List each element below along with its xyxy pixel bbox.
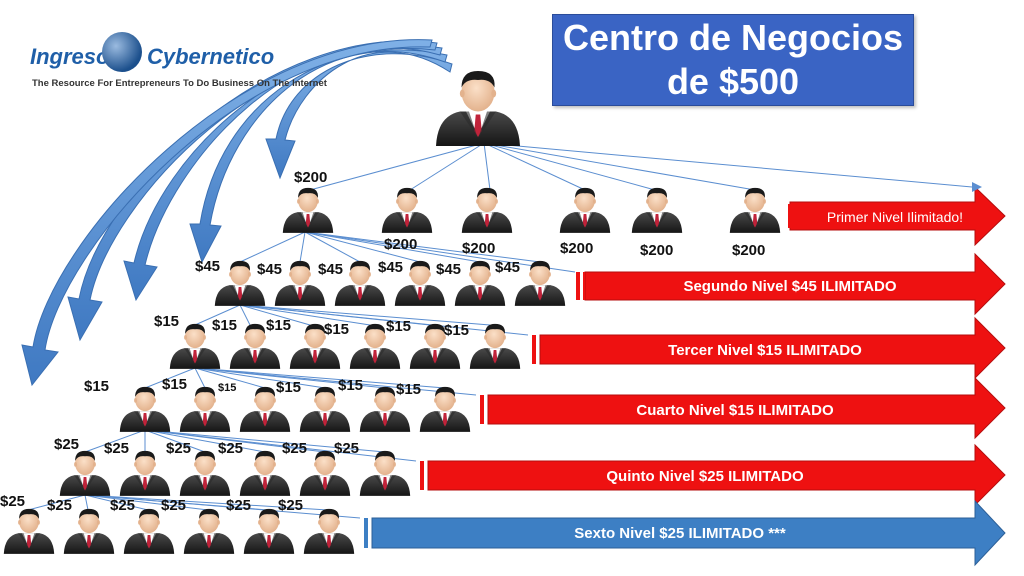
person-l5 xyxy=(119,450,171,496)
curved-arrow-1 xyxy=(265,51,453,180)
logo-name-left: Ingreso xyxy=(30,44,110,69)
person-l1 xyxy=(282,187,334,233)
globe-icon xyxy=(102,32,142,72)
amount-label: $45 xyxy=(378,259,404,276)
amount-label: $45 xyxy=(195,258,221,275)
amount-label: $45 xyxy=(318,261,344,278)
person-l1 xyxy=(631,187,683,233)
amount-label: $25 xyxy=(282,440,308,457)
person-l5 xyxy=(59,450,111,496)
amount-label: $45 xyxy=(495,259,521,276)
amount-label: $25 xyxy=(110,497,136,514)
level-4-label: Cuarto Nivel $15 ILIMITADO xyxy=(636,402,834,419)
person-l6 xyxy=(3,508,55,554)
logo: Ingreso Cybernetico The Resource For Ent… xyxy=(30,30,327,90)
amount-label: $25 xyxy=(104,440,130,457)
title-line-1: Centro de Negocios xyxy=(562,17,904,58)
amount-label: $25 xyxy=(218,440,244,457)
amount-label: $15 xyxy=(212,317,238,334)
amount-label: $200 xyxy=(732,242,766,259)
band-3 xyxy=(532,316,1006,380)
person-l6 xyxy=(183,508,235,554)
amount-label: $15 xyxy=(154,313,180,330)
amount-label: $25 xyxy=(0,493,26,510)
person-l6 xyxy=(243,508,295,554)
band-1 xyxy=(788,185,1006,247)
amount-label: $15 xyxy=(386,318,412,335)
person-l1 xyxy=(381,187,433,233)
level-3-label: Tercer Nivel $15 ILIMITADO xyxy=(668,342,862,359)
amount-label: $45 xyxy=(257,261,283,278)
amount-label: $25 xyxy=(226,497,252,514)
band-4 xyxy=(480,376,1006,440)
connector-arrowhead xyxy=(972,182,982,192)
person-l1 xyxy=(559,187,611,233)
logo-tagline: The Resource For Entrepreneurs To Do Bus… xyxy=(32,78,327,89)
amount-label: $15 xyxy=(266,317,292,334)
top-person xyxy=(436,71,520,146)
person-l6 xyxy=(123,508,175,554)
band-5 xyxy=(420,443,1006,507)
title-box: Centro de Negocios de $500 xyxy=(552,14,914,106)
connector-lines xyxy=(27,142,973,519)
level-2-label: Segundo Nivel $45 ILIMITADO xyxy=(683,278,897,295)
amount-label: $15 xyxy=(276,379,302,396)
person-l6 xyxy=(303,508,355,554)
person-l6 xyxy=(63,508,115,554)
amount-label: $15 xyxy=(84,378,110,395)
person-l5 xyxy=(179,450,231,496)
amount-label: $15 xyxy=(324,321,350,338)
amount-label: $25 xyxy=(47,497,73,514)
amount-label: $45 xyxy=(436,261,462,278)
curved-arrow-5 xyxy=(21,39,433,387)
logo-name-right: Cybernetico xyxy=(147,44,275,69)
person-l5 xyxy=(359,450,411,496)
amount-label: $200 xyxy=(640,242,674,259)
person-l1 xyxy=(461,187,513,233)
level-5-label: Quinto Nivel $25 ILIMITADO xyxy=(606,468,804,485)
level-6-label: Sexto Nivel $25 ILIMITADO *** xyxy=(574,525,786,542)
amount-label: $15 xyxy=(338,377,364,394)
title-line-2: de $500 xyxy=(666,61,800,102)
person-l2 xyxy=(514,260,566,306)
amount-label: $200 xyxy=(384,236,418,253)
amount-label: $25 xyxy=(54,436,80,453)
amount-label: $200 xyxy=(294,169,328,186)
amount-label: $25 xyxy=(161,497,187,514)
amount-label: $15 xyxy=(162,376,188,393)
amount-label: $15 xyxy=(396,381,422,398)
person-l3 xyxy=(469,323,521,369)
amount-label: $25 xyxy=(166,440,192,457)
person-l5 xyxy=(299,450,351,496)
amount-label: $15 xyxy=(444,322,470,339)
person-l5 xyxy=(239,450,291,496)
amount-label: $15 xyxy=(218,382,237,394)
level-bands xyxy=(364,185,1006,567)
feedback-arrows xyxy=(21,39,453,387)
amount-label: $25 xyxy=(334,440,360,457)
person-l4 xyxy=(119,386,171,432)
band-2 xyxy=(576,252,1006,316)
amount-label: $200 xyxy=(560,240,594,257)
level-1-label: Primer Nivel Ilimitado! xyxy=(826,209,964,225)
amount-label: $25 xyxy=(278,497,304,514)
person-l1 xyxy=(729,187,781,233)
amount-label: $200 xyxy=(462,240,496,257)
band-6 xyxy=(364,499,1006,567)
